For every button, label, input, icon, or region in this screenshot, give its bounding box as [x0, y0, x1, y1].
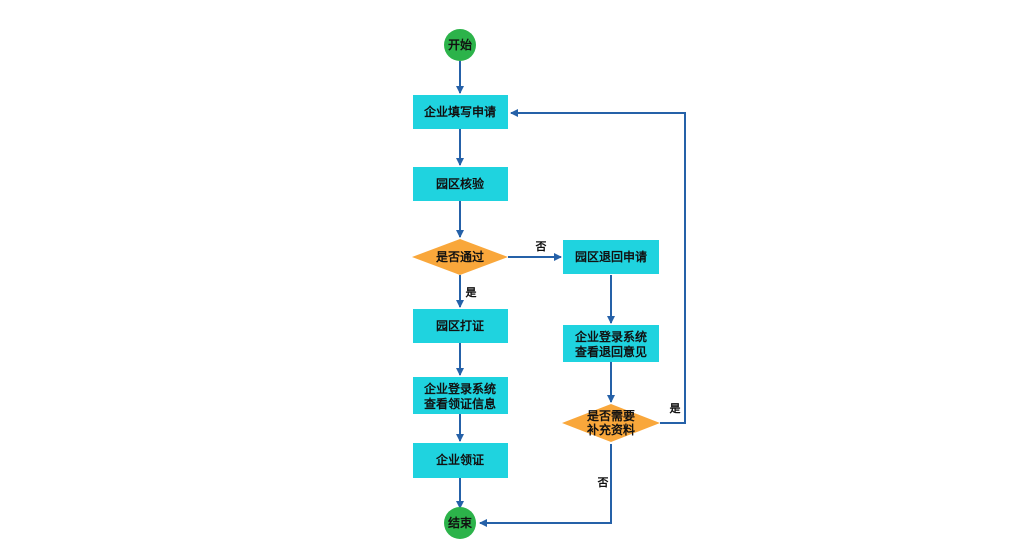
svg-text:园区打证: 园区打证 — [436, 318, 484, 333]
node-end: 结束 — [444, 507, 476, 539]
edges — [456, 61, 686, 527]
node-park-return: 园区退回申请 — [563, 240, 659, 274]
node-need-supplement-decision: 是否需要 补充资料 — [562, 404, 660, 442]
node-park-certify: 园区打证 — [413, 309, 508, 343]
node-park-review: 园区核验 — [413, 167, 508, 201]
node-fill-application: 企业填写申请 — [413, 95, 508, 129]
svg-text:查看领证信息: 查看领证信息 — [423, 396, 496, 411]
svg-text:补充资料: 补充资料 — [586, 422, 635, 437]
svg-text:企业填写申请: 企业填写申请 — [423, 104, 496, 119]
svg-text:查看退回意见: 查看退回意见 — [574, 344, 647, 359]
edge-supplement-yes-loop — [510, 109, 686, 424]
node-start: 开始 — [444, 29, 476, 61]
node-view-license: 企业登录系统 查看领证信息 — [413, 377, 508, 414]
node-collect-license: 企业领证 — [413, 443, 508, 478]
node-view-return: 企业登录系统 查看退回意见 — [563, 325, 659, 362]
svg-text:企业登录系统: 企业登录系统 — [423, 381, 496, 396]
node-passed-decision: 是否通过 — [412, 239, 508, 275]
edge-label-supplement-yes: 是 — [669, 402, 682, 415]
svg-text:企业登录系统: 企业登录系统 — [574, 329, 647, 344]
svg-text:园区退回申请: 园区退回申请 — [575, 249, 647, 264]
svg-text:企业领证: 企业领证 — [435, 452, 484, 467]
edge-supplement-no-to-end — [479, 444, 612, 527]
svg-text:园区核验: 园区核验 — [436, 176, 485, 191]
svg-text:是否需要: 是否需要 — [586, 408, 635, 423]
edge-label-passed-yes: 是 — [465, 286, 478, 299]
edge-label-supplement-no: 否 — [597, 476, 609, 489]
svg-text:结束: 结束 — [448, 515, 473, 530]
edge-label-passed-no: 否 — [535, 240, 547, 253]
svg-text:是否通过: 是否通过 — [435, 249, 484, 264]
svg-text:开始: 开始 — [448, 37, 472, 52]
